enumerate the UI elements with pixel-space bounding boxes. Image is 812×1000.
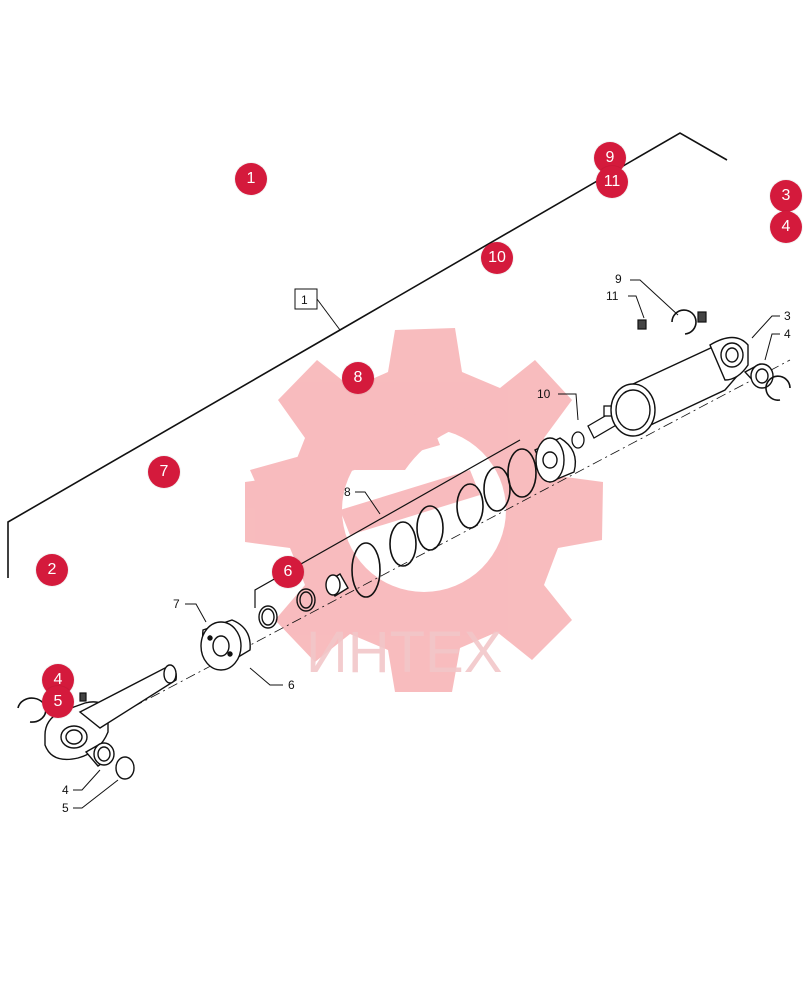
piston bbox=[534, 437, 577, 483]
hotspot-marker-6[interactable]: 6 bbox=[272, 556, 304, 588]
hotspot-marker-1[interactable]: 1 bbox=[235, 163, 267, 195]
rod-seals bbox=[258, 573, 349, 629]
piston-rod bbox=[78, 664, 177, 729]
callout-leaders bbox=[73, 279, 780, 809]
callout-4-left: 4 bbox=[62, 783, 69, 797]
grease-nipple-left bbox=[79, 692, 87, 702]
assembly-box-label: 1 bbox=[301, 293, 308, 307]
hotspot-marker-10[interactable]: 10 bbox=[481, 242, 513, 274]
hotspot-marker-8[interactable]: 8 bbox=[342, 362, 374, 394]
grease-nipple-right bbox=[637, 311, 707, 330]
bushing-left bbox=[84, 742, 115, 767]
seal-kit-bracket bbox=[254, 439, 521, 608]
hotspot-marker-7[interactable]: 7 bbox=[148, 456, 180, 488]
bushing-right bbox=[743, 363, 774, 389]
hotspot-marker-5[interactable]: 5 bbox=[42, 686, 74, 718]
callout-10: 10 bbox=[537, 387, 551, 401]
circlip-top bbox=[671, 309, 697, 335]
cylinder-barrel bbox=[610, 345, 739, 437]
callout-4-right: 4 bbox=[784, 327, 791, 341]
hotspot-marker-4-right[interactable]: 4 bbox=[770, 211, 802, 243]
hotspot-marker-3[interactable]: 3 bbox=[770, 180, 802, 212]
callout-11: 11 bbox=[606, 289, 619, 303]
watermark-text: ИНТЕХ bbox=[306, 620, 502, 685]
oring-left bbox=[115, 756, 135, 780]
piston-seals bbox=[351, 448, 537, 598]
hotspot-marker-2[interactable]: 2 bbox=[36, 554, 68, 586]
callout-8: 8 bbox=[344, 485, 351, 499]
callout-5: 5 bbox=[62, 801, 69, 815]
callout-3: 3 bbox=[784, 309, 791, 323]
barrel-eye bbox=[709, 336, 749, 381]
callout-9: 9 bbox=[615, 272, 622, 286]
callout-6: 6 bbox=[288, 678, 295, 692]
cylinder-gland bbox=[200, 619, 251, 671]
circlip-right bbox=[765, 375, 791, 401]
hotspot-marker-11[interactable]: 11 bbox=[596, 166, 628, 198]
callout-7: 7 bbox=[173, 597, 180, 611]
